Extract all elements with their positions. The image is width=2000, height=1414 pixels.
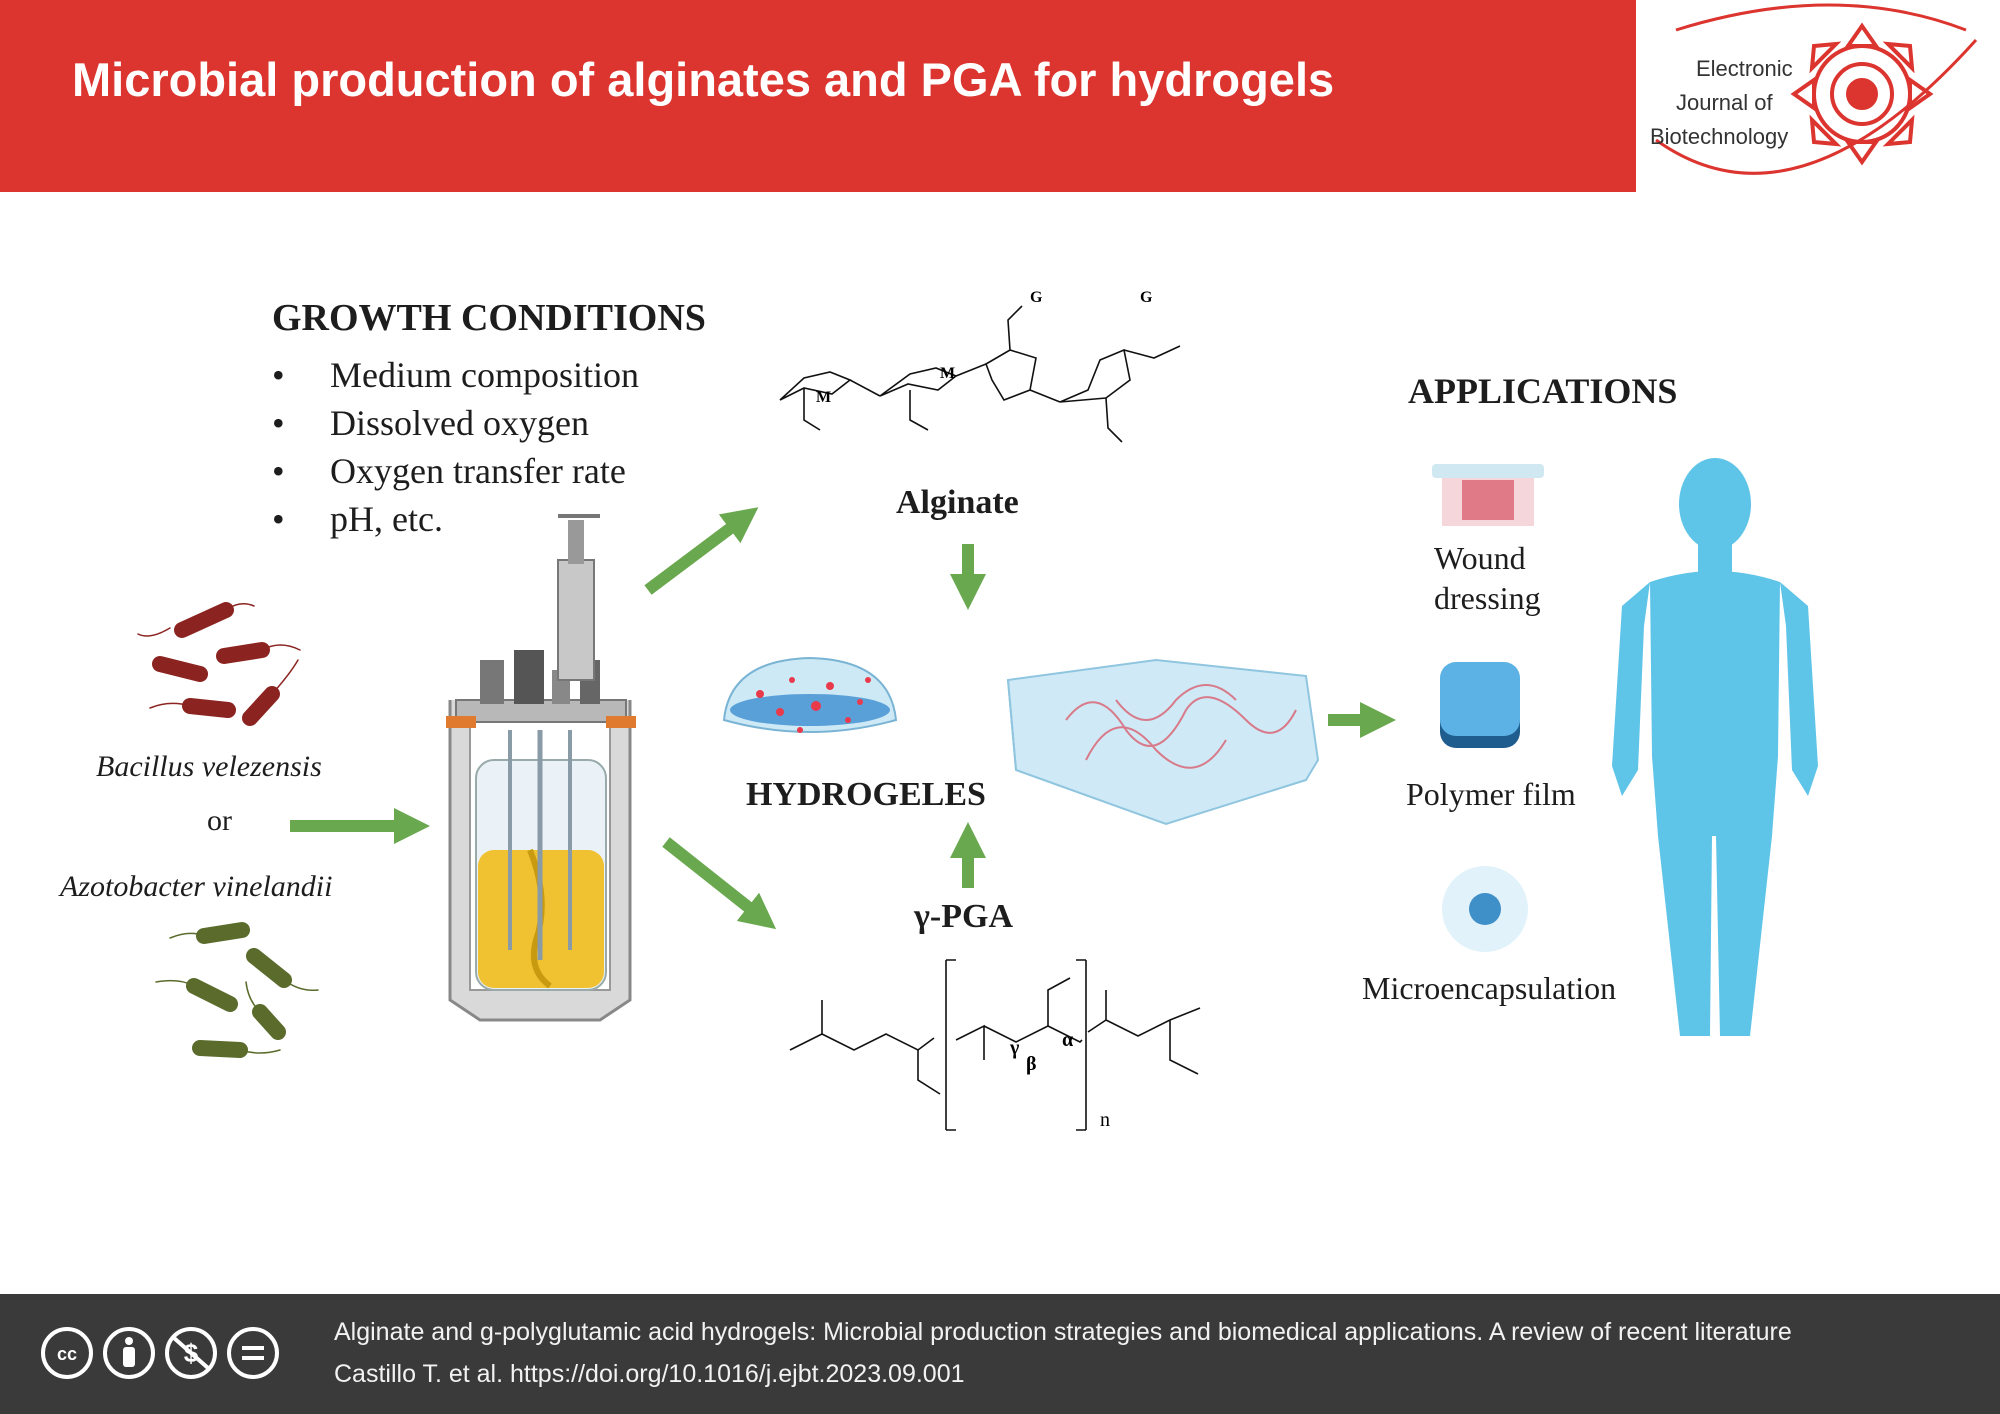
growth-item: •Oxygen transfer rate	[272, 451, 626, 491]
by-icon	[103, 1327, 155, 1379]
azotobacter-illustration	[155, 922, 319, 1058]
alginate-unit-label: M	[816, 389, 831, 406]
logo-line-2: Journal of	[1676, 90, 1773, 115]
growth-item: •Medium composition	[272, 355, 639, 395]
wound-label-line-1: Wound	[1434, 540, 1526, 576]
cc-icon: cc	[41, 1327, 93, 1379]
applications-title: APPLICATIONS	[1408, 371, 1678, 411]
noncommercial-icon: $	[165, 1327, 217, 1379]
arrow-reactor-to-alginate	[644, 507, 759, 595]
page-title: Microbial production of alginates and PG…	[72, 53, 1335, 106]
growth-conditions-list: •Medium composition •Dissolved oxygen •O…	[272, 354, 639, 546]
alginate-unit-label: M	[940, 365, 955, 382]
growth-conditions-title: GROWTH CONDITIONS	[272, 297, 706, 339]
wound-dressing-icon	[1432, 464, 1544, 526]
human-body-illustration	[1612, 458, 1818, 1036]
pga-subscript: n	[1100, 1109, 1110, 1131]
footer-citation: Castillo T. et al. https://doi.org/10.10…	[334, 1360, 965, 1388]
pga-label: γ-PGA	[914, 898, 1013, 935]
microencapsulation-icon	[1442, 866, 1528, 952]
organism-bacillus: Bacillus velezensis	[96, 750, 322, 783]
header-banner: Microbial production of alginates and PG…	[0, 0, 1636, 192]
svg-text:cc: cc	[57, 1344, 77, 1364]
growth-item: •pH, etc.	[272, 499, 443, 539]
logo-line-3: Biotechnology	[1650, 124, 1789, 149]
alginate-unit-label: G	[1140, 289, 1153, 306]
wound-label-line-2: dressing	[1434, 580, 1541, 616]
polymer-film-icon	[1440, 662, 1520, 748]
logo-line-1: Electronic	[1696, 56, 1793, 81]
logo-emblem	[1655, 3, 1978, 175]
alginate-structure: M M G G	[779, 289, 1181, 443]
organism-connector: or	[207, 804, 232, 837]
flow-arrows	[290, 507, 1396, 930]
hydrogel-slab	[1006, 658, 1320, 826]
footer	[0, 1294, 2000, 1414]
noderivatives-icon	[227, 1327, 279, 1379]
growth-item: •Dissolved oxygen	[272, 403, 589, 443]
hydrogel-label: HYDROGELES	[746, 776, 986, 813]
pga-alpha-label: α	[1062, 1029, 1073, 1051]
journal-logo: Electronic Journal of Biotechnology	[1636, 0, 2000, 192]
organism-azotobacter: Azotobacter vinelandii	[60, 870, 333, 903]
polymer-film-label: Polymer film	[1406, 776, 1576, 812]
arrow-reactor-to-pga	[662, 837, 777, 930]
pga-beta-label: β	[1026, 1053, 1037, 1075]
alginate-label: Alginate	[896, 484, 1019, 521]
microencapsulation-label: Microencapsulation	[1362, 970, 1617, 1006]
bacillus-illustration	[137, 602, 301, 726]
pga-gamma-label: γ	[1009, 1037, 1020, 1059]
pga-structure: γ β α n	[789, 959, 1201, 1131]
bioreactor-illustration	[446, 514, 636, 1022]
alginate-unit-label: G	[1030, 289, 1043, 306]
hydrogel-drop	[722, 656, 898, 733]
footer-title: Alginate and g-polyglutamic acid hydroge…	[334, 1318, 1792, 1346]
